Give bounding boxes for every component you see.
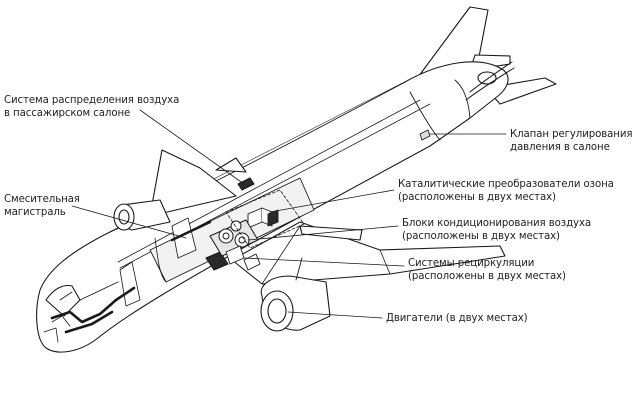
label-engines: Двигатели (в двух местах) [386, 312, 528, 325]
label-air-distribution-line1: Система распределения воздуха [4, 95, 180, 106]
air-distribution-ducts [50, 220, 212, 334]
label-ozone-converters: Каталитические преобразователи озона (ра… [398, 178, 614, 204]
near-engine [260, 257, 331, 332]
tail-apu [465, 61, 515, 101]
label-recirculation-line1: Системы рециркуляции [408, 258, 535, 269]
label-ac-packs: Блоки кондиционирования воздуха (располо… [402, 217, 591, 243]
leader-lines [71, 109, 507, 319]
ac-pack-units [209, 219, 259, 257]
label-engines-line1: Двигатели (в двух местах) [386, 313, 528, 324]
label-mixing-manifold-line1: Смесительная [4, 194, 80, 205]
label-pressure-valve-line1: Клапан регулирования [510, 129, 633, 140]
pack-bay-outline [225, 189, 305, 249]
label-ozone-converters-line2: (расположены в двух местах) [398, 192, 556, 203]
label-recirculation: Системы рециркуляции (расположены в двух… [408, 257, 566, 283]
label-ac-packs-line2: (расположены в двух местах) [402, 231, 560, 242]
label-pressure-valve: Клапан регулирования давления в салоне [510, 128, 633, 154]
pressure-valve-unit [419, 129, 431, 141]
air-distribution-unit [237, 177, 255, 191]
label-pressure-valve-line2: давления в салоне [510, 142, 610, 153]
label-ozone-converters-line1: Каталитические преобразователи озона [398, 179, 614, 190]
far-wing [149, 149, 247, 217]
label-mixing-manifold: Смесительная магистраль [4, 193, 80, 219]
label-recirculation-line2: (расположены в двух местах) [408, 271, 566, 282]
label-ac-packs-line1: Блоки кондиционирования воздуха [402, 218, 592, 229]
label-air-distribution: Система распределения воздуха в пассажир… [4, 94, 179, 120]
label-air-distribution-line2: в пассажирском салоне [4, 108, 131, 119]
mixing-manifold-unit [205, 251, 229, 271]
label-mixing-manifold-line2: магистраль [4, 207, 66, 218]
